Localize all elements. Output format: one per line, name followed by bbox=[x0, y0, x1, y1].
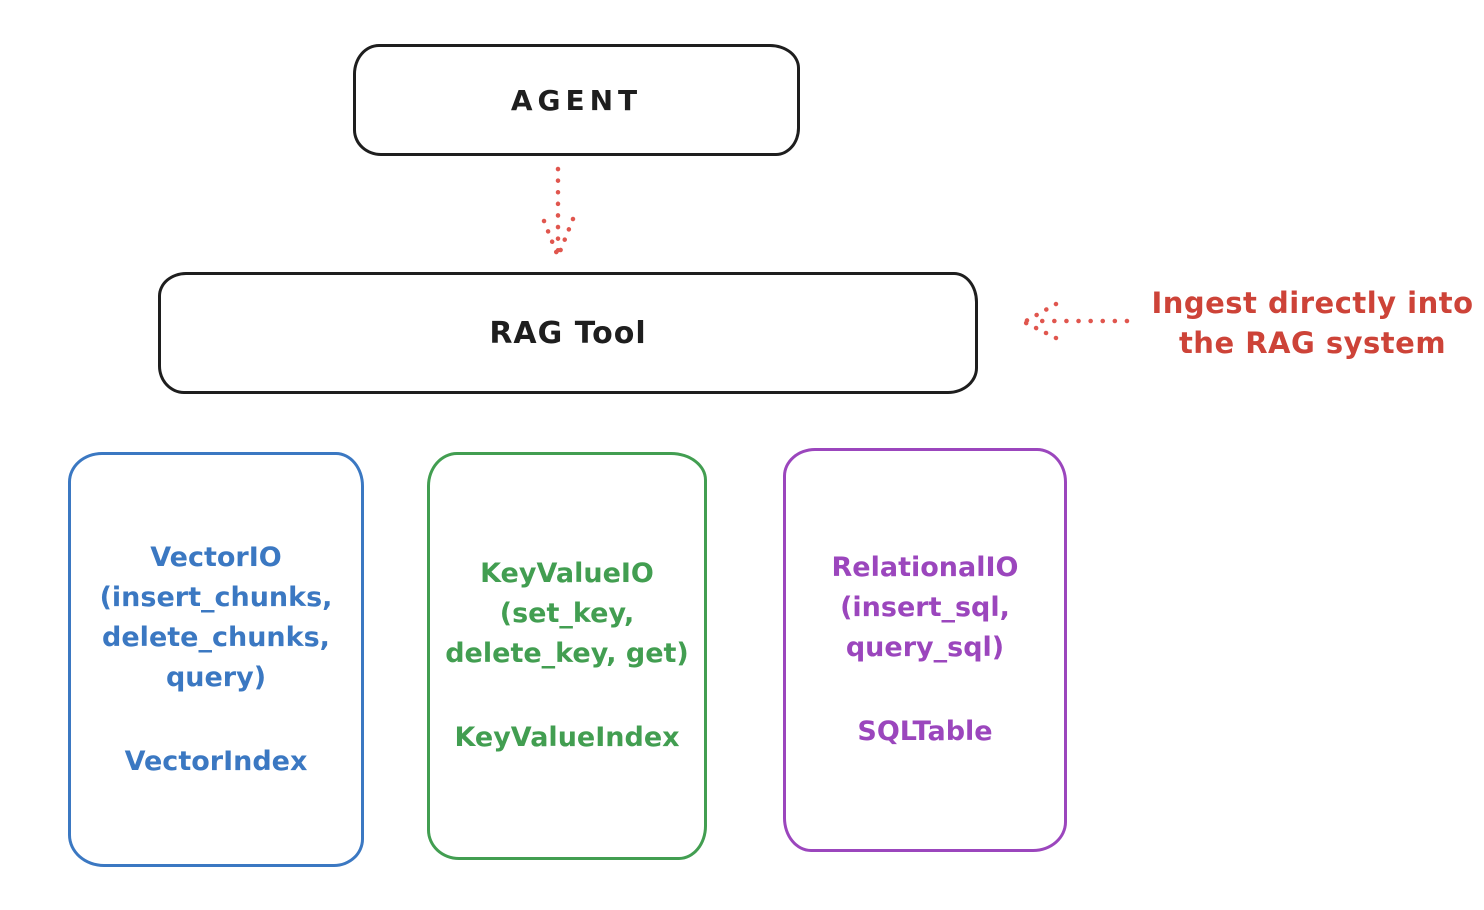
io-method-line: RelationalIO bbox=[831, 552, 1019, 583]
vector-io-index-label: VectorIndex bbox=[124, 745, 308, 777]
arrowhead-right-wing bbox=[556, 216, 576, 257]
keyvalue-io-node: KeyValueIO (set_key, delete_key, get) Ke… bbox=[427, 452, 707, 860]
io-method-line: KeyValueIO bbox=[480, 558, 654, 589]
agent-label: AGENT bbox=[510, 83, 643, 117]
vector-io-methods: VectorIO (insert_chunks, delete_chunks, … bbox=[100, 538, 333, 698]
relational-io-index-label: SQLTable bbox=[857, 716, 993, 747]
io-method-line: delete_chunks, bbox=[102, 621, 330, 653]
vector-io-node: VectorIO (insert_chunks, delete_chunks, … bbox=[68, 452, 364, 867]
relational-io-node: RelationalIO (insert_sql, query_sql) SQL… bbox=[783, 448, 1067, 852]
ingest-annotation-line2: the RAG system bbox=[1178, 326, 1447, 360]
ingest-annotation: Ingest directly into the RAG system bbox=[1140, 283, 1484, 363]
io-method-line: query_sql) bbox=[845, 632, 1005, 663]
io-method-line: query) bbox=[165, 661, 267, 693]
arrowhead-bottom-wing bbox=[1023, 320, 1059, 341]
rag-tool-label: RAG Tool bbox=[489, 315, 647, 351]
relational-io-methods: RelationalIO (insert_sql, query_sql) bbox=[832, 548, 1019, 668]
io-method-line: (insert_sql, bbox=[840, 592, 1010, 623]
io-method-line: delete_key, get) bbox=[445, 638, 689, 669]
keyvalue-io-methods: KeyValueIO (set_key, delete_key, get) bbox=[445, 554, 689, 674]
io-method-line: (insert_chunks, bbox=[99, 581, 333, 613]
keyvalue-io-index-label: KeyValueIndex bbox=[454, 722, 680, 753]
ingest-annotation-line1: Ingest directly into bbox=[1151, 286, 1474, 320]
agent-node: AGENT bbox=[353, 44, 800, 156]
rag-tool-node: RAG Tool bbox=[158, 272, 978, 394]
arrowhead-top-wing bbox=[1023, 301, 1059, 324]
io-method-line: VectorIO bbox=[150, 541, 282, 573]
io-method-line: (set_key, bbox=[499, 598, 635, 629]
